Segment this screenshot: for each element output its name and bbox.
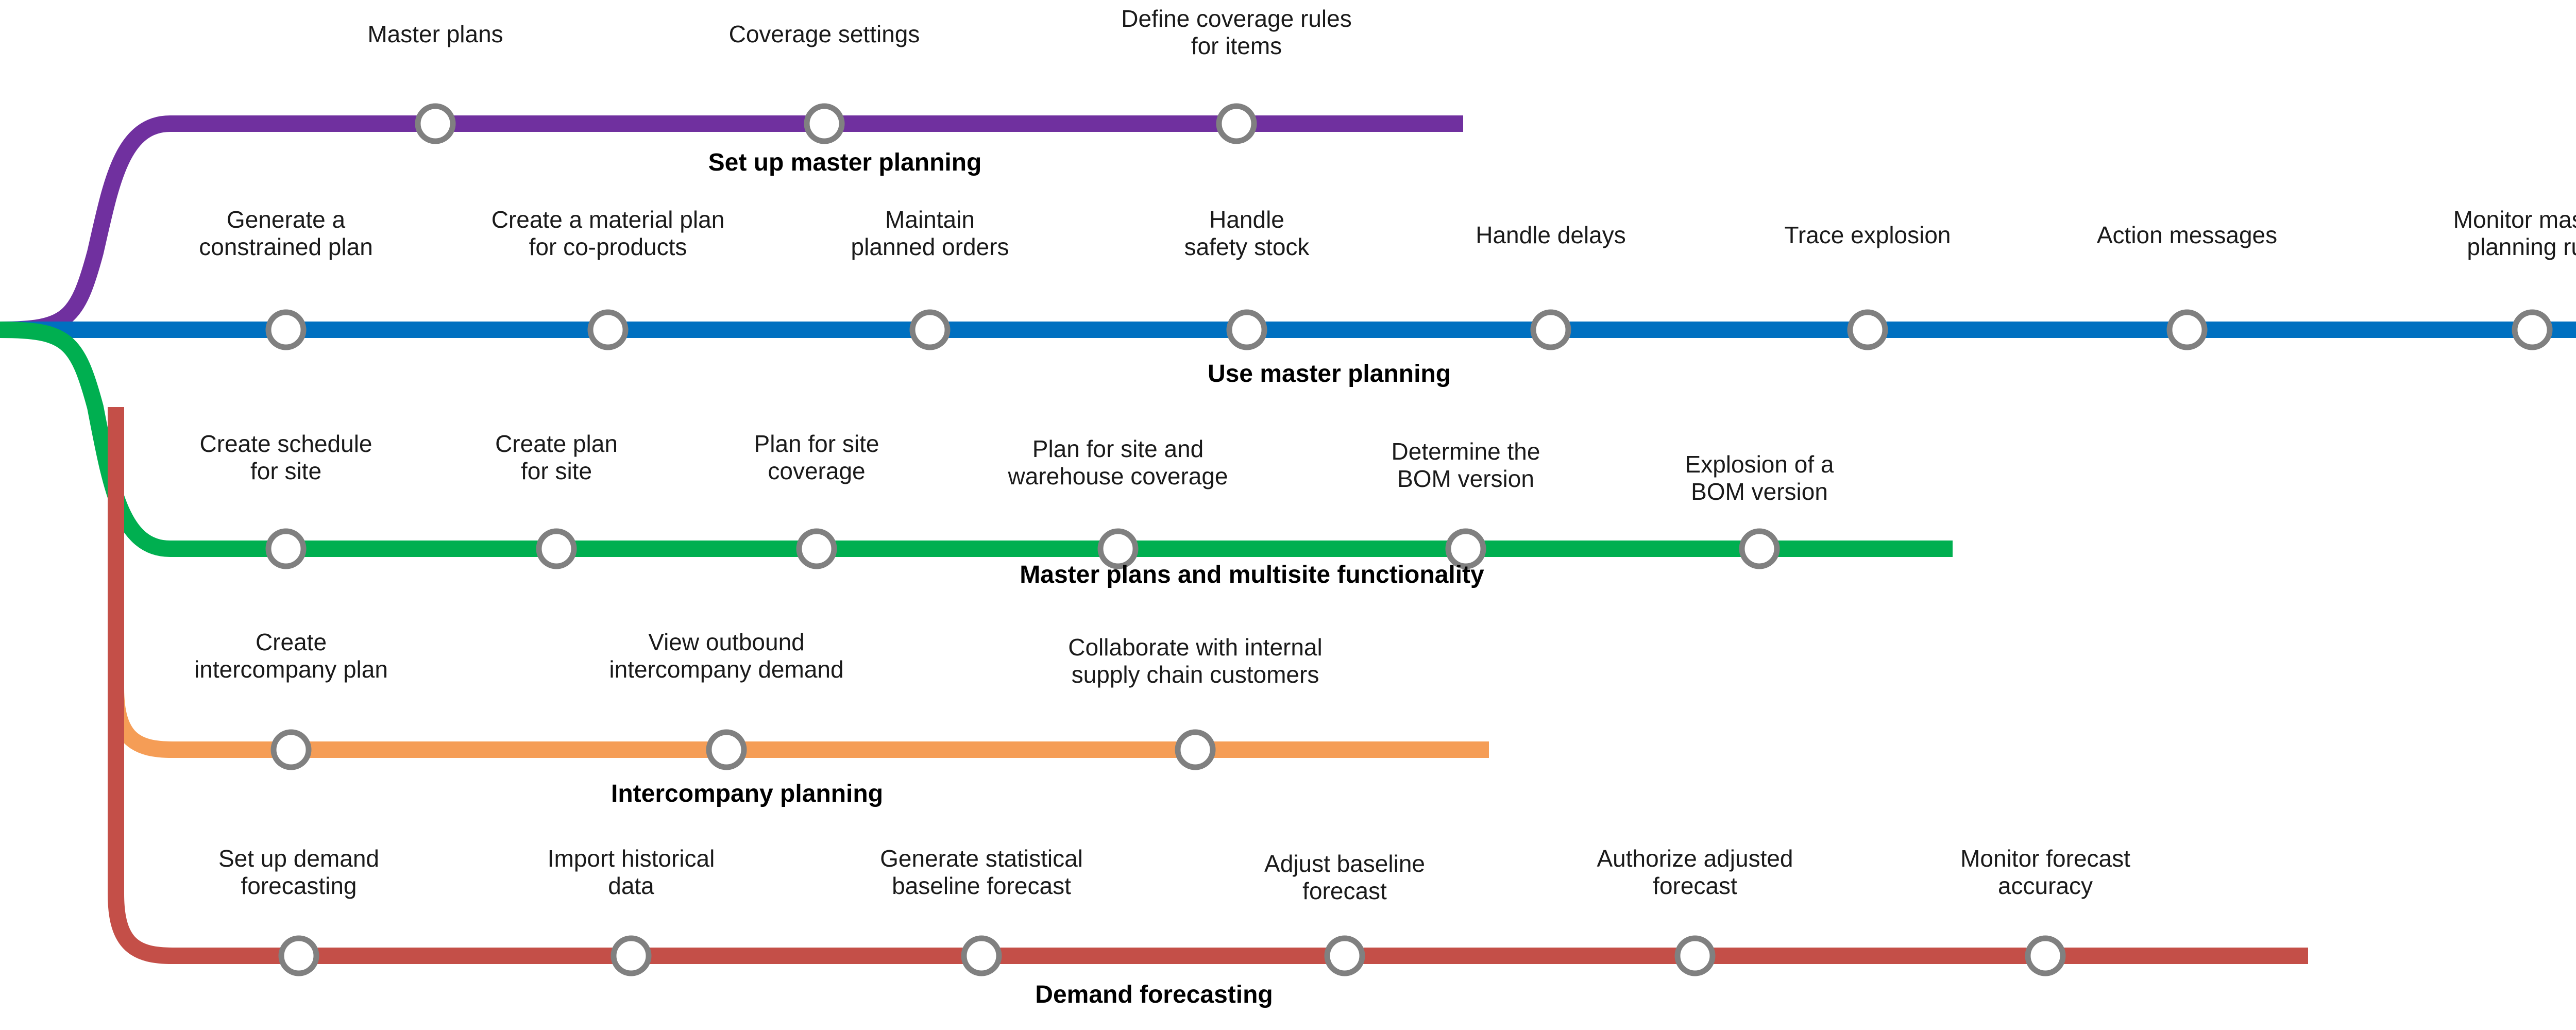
track-title-intercompany-planning[interactable]: Intercompany planning	[611, 780, 884, 807]
node-marker[interactable]	[1445, 528, 1486, 569]
node-label-demand-forecasting-5[interactable]: Monitor forecast accuracy	[1960, 845, 2130, 900]
node-label-demand-forecasting-2[interactable]: Generate statistical baseline forecast	[880, 845, 1083, 900]
node-marker[interactable]	[2166, 309, 2208, 350]
node-label-master-plans-multisite-5[interactable]: Explosion of a BOM version	[1685, 451, 1834, 505]
node-marker[interactable]	[706, 729, 747, 770]
node-marker[interactable]	[415, 103, 456, 144]
node-label-intercompany-planning-2[interactable]: Collaborate with internal supply chain c…	[1068, 634, 1323, 688]
circle-node-icon[interactable]	[1216, 103, 1257, 144]
node-label-master-plans-multisite-2[interactable]: Plan for site coverage	[754, 430, 879, 485]
circle-node-icon[interactable]	[1324, 935, 1365, 976]
circle-node-icon[interactable]	[587, 309, 629, 350]
node-label-intercompany-planning-0[interactable]: Create intercompany plan	[194, 629, 388, 683]
circle-node-icon[interactable]	[278, 935, 319, 976]
track-title-use-master-planning[interactable]: Use master planning	[1207, 360, 1451, 387]
track-title-set-up-master-planning[interactable]: Set up master planning	[708, 149, 982, 176]
node-label-intercompany-planning-1[interactable]: View outbound intercompany demand	[609, 629, 844, 683]
node-marker[interactable]	[2512, 309, 2553, 350]
node-marker[interactable]	[1324, 935, 1365, 976]
node-label-set-up-master-planning-0[interactable]: Master plans	[367, 21, 503, 47]
node-label-use-master-planning-3[interactable]: Handle safety stock	[1184, 206, 1310, 261]
circle-node-icon[interactable]	[1097, 528, 1139, 569]
circle-node-icon[interactable]	[1530, 309, 1571, 350]
node-marker[interactable]	[1847, 309, 1888, 350]
node-label-use-master-planning-6[interactable]: Action messages	[2096, 222, 2278, 248]
circle-node-icon[interactable]	[2025, 935, 2066, 976]
node-marker[interactable]	[587, 309, 629, 350]
node-label-master-plans-multisite-3[interactable]: Plan for site and warehouse coverage	[1008, 435, 1228, 490]
node-label-master-plans-multisite-0[interactable]: Create schedule for site	[199, 430, 372, 485]
circle-node-icon[interactable]	[2512, 309, 2553, 350]
circle-node-icon[interactable]	[804, 103, 845, 144]
circle-node-icon[interactable]	[961, 935, 1002, 976]
node-label-use-master-planning-0[interactable]: Generate a constrained plan	[199, 206, 373, 261]
node-marker[interactable]	[1674, 935, 1716, 976]
node-label-use-master-planning-4[interactable]: Handle delays	[1476, 222, 1626, 248]
node-label-use-master-planning-7[interactable]: Monitor master planning run	[2453, 206, 2576, 261]
node-marker[interactable]	[536, 528, 577, 569]
circle-node-icon[interactable]	[265, 309, 307, 350]
node-marker[interactable]	[611, 935, 652, 976]
circle-node-icon[interactable]	[536, 528, 577, 569]
node-label-set-up-master-planning-1[interactable]: Coverage settings	[728, 21, 920, 47]
node-label-demand-forecasting-1[interactable]: Import historical data	[547, 845, 715, 900]
circle-node-icon[interactable]	[1445, 528, 1486, 569]
node-marker[interactable]	[796, 528, 837, 569]
track-line-demand-forecasting	[108, 407, 2308, 964]
node-label-master-plans-multisite-1[interactable]: Create plan for site	[495, 430, 618, 485]
node-marker[interactable]	[1097, 528, 1139, 569]
node-marker[interactable]	[1216, 103, 1257, 144]
track-title-demand-forecasting[interactable]: Demand forecasting	[1035, 981, 1273, 1008]
node-label-demand-forecasting-0[interactable]: Set up demand forecasting	[218, 845, 380, 900]
node-marker[interactable]	[278, 935, 319, 976]
node-label-use-master-planning-5[interactable]: Trace explosion	[1784, 222, 1951, 248]
node-marker[interactable]	[1530, 309, 1571, 350]
circle-node-icon[interactable]	[909, 309, 951, 350]
node-label-use-master-planning-2[interactable]: Maintain planned orders	[851, 206, 1009, 261]
node-label-demand-forecasting-3[interactable]: Adjust baseline forecast	[1264, 850, 1425, 905]
circle-node-icon[interactable]	[611, 935, 652, 976]
node-marker[interactable]	[270, 729, 312, 770]
circle-node-icon[interactable]	[1175, 729, 1216, 770]
node-marker[interactable]	[909, 309, 951, 350]
node-marker[interactable]	[1175, 729, 1216, 770]
circle-node-icon[interactable]	[1847, 309, 1888, 350]
node-label-use-master-planning-1[interactable]: Create a material plan for co-products	[491, 206, 725, 261]
node-label-demand-forecasting-4[interactable]: Authorize adjusted forecast	[1597, 845, 1793, 900]
node-label-set-up-master-planning-2[interactable]: Define coverage rules for items	[1121, 5, 1352, 60]
track-title-master-plans-multisite[interactable]: Master plans and multisite functionality	[1020, 561, 1484, 588]
circle-node-icon[interactable]	[1226, 309, 1267, 350]
node-marker[interactable]	[265, 309, 307, 350]
circle-node-icon[interactable]	[270, 729, 312, 770]
node-marker[interactable]	[804, 103, 845, 144]
circle-node-icon[interactable]	[1739, 528, 1780, 569]
node-marker[interactable]	[2025, 935, 2066, 976]
node-marker[interactable]	[961, 935, 1002, 976]
node-marker[interactable]	[1226, 309, 1267, 350]
node-label-master-plans-multisite-4[interactable]: Determine the BOM version	[1391, 438, 1540, 493]
circle-node-icon[interactable]	[796, 528, 837, 569]
circle-node-icon[interactable]	[265, 528, 307, 569]
track-line-master-plans-multisite	[0, 322, 1953, 557]
circle-node-icon[interactable]	[2166, 309, 2208, 350]
node-markers	[265, 103, 2553, 976]
node-marker[interactable]	[1739, 528, 1780, 569]
circle-node-icon[interactable]	[1674, 935, 1716, 976]
track-ribbons	[0, 115, 2576, 964]
circle-node-icon[interactable]	[415, 103, 456, 144]
node-marker[interactable]	[265, 528, 307, 569]
circle-node-icon[interactable]	[706, 729, 747, 770]
